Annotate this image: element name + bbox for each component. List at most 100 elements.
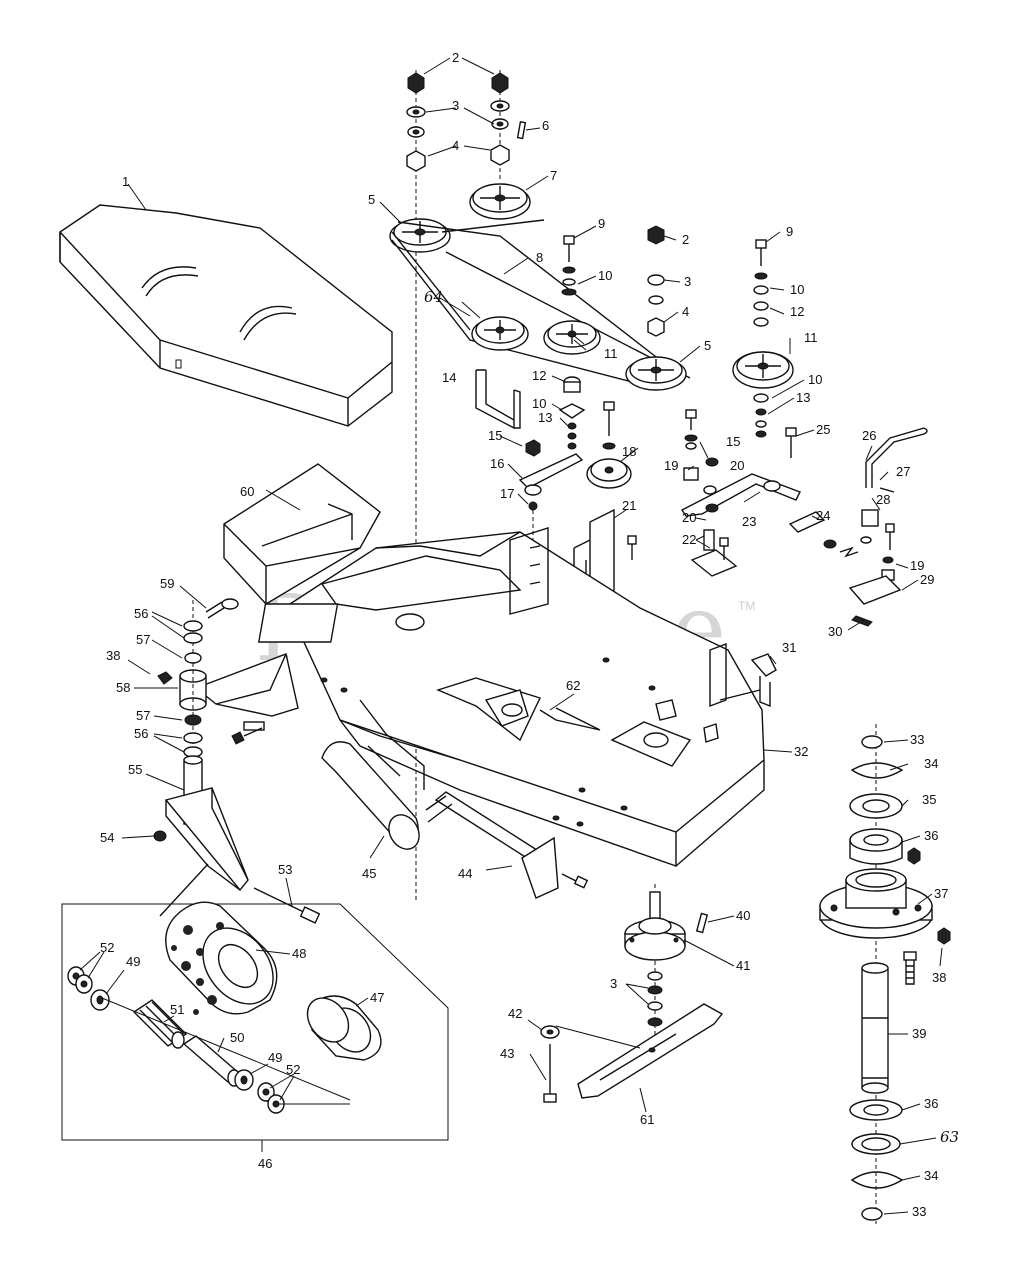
callout-38: 38 [932,970,946,985]
callout-28: 28 [876,492,890,507]
callout-50: 50 [230,1030,244,1045]
callout-15: 15 [488,428,502,443]
callout-33: 33 [912,1204,926,1219]
callout-45: 45 [362,866,376,881]
callout-12: 12 [532,368,546,383]
callout-60: 60 [240,484,254,499]
part-deck-32 [257,527,765,867]
leader-lines [79,57,943,1215]
callout-4: 4 [682,304,689,319]
part-pin-59 [205,598,239,619]
callout-5: 5 [704,338,711,353]
part-spindle-hardware-right-center [647,225,665,337]
callout-56: 56 [134,606,148,621]
callout-16: 16 [490,456,504,471]
callout-58: 58 [116,680,130,695]
part-idler-pulleys-11 [471,316,601,355]
callout-49: 49 [126,954,140,969]
callout-27: 27 [896,464,910,479]
part-pulley-11-right [732,351,794,438]
callout-55: 55 [128,762,142,777]
callout-54: 54 [100,830,114,845]
callout-20: 20 [682,510,696,525]
part-chute-60 [223,463,381,605]
callout-34: 34 [924,1168,938,1183]
callout-56: 56 [134,726,148,741]
callout-5: 5 [368,192,375,207]
callout-17: 17 [500,486,514,501]
callout-61: 61 [640,1112,654,1127]
part-spindle-41 [624,884,709,1060]
callout-39: 39 [912,1026,926,1041]
callout-13: 13 [538,410,552,425]
callout-9: 9 [598,216,605,231]
callout-44: 44 [458,866,472,881]
part-spindle-hardware-left [406,70,426,900]
part-wheel-assembly-46 [61,863,449,1152]
callout-52: 52 [286,1062,300,1077]
callout-2: 2 [452,50,459,65]
part-idler-pulley-18 [586,401,632,489]
part-roller-45 [321,699,425,850]
part-pulley-5-right [625,356,687,391]
callout-11: 11 [604,346,618,361]
callout-21: 21 [622,498,636,513]
part-latch-31 [719,653,777,708]
part-tire-48 [165,901,278,1015]
part-lift-rod-26 [848,427,928,627]
callout-57: 57 [136,708,150,723]
part-spindle-hardware-center [490,70,527,180]
part-hub-47 [306,995,382,1061]
part-caster-arm-58 [179,653,299,745]
callout-62: 62 [566,678,580,693]
callout-36: 36 [924,828,938,843]
part-pulley-7 [469,183,531,220]
callout-40: 40 [736,908,750,923]
callout-29: 29 [920,572,934,587]
part-pulley-5-left [389,218,451,253]
callout-10: 10 [790,282,804,297]
callout-19: 19 [910,558,924,573]
callout-9: 9 [786,224,793,239]
part-idler-hardware-center [558,376,586,450]
part-caster-fork-55 [153,755,321,924]
callout-26: 26 [862,428,876,443]
part-spindle-assembly-right [819,724,951,1224]
part-deck-cover [59,204,393,427]
callout-37: 37 [934,886,948,901]
part-spring-24 [788,511,859,558]
part-blade-61 [577,1003,724,1099]
callout-23: 23 [742,514,756,529]
callout-34: 34 [924,756,938,771]
callout-8: 8 [536,250,543,265]
callout-10: 10 [598,268,612,283]
callout-32: 32 [794,744,808,759]
callout-33: 33 [910,732,924,747]
callout-11: 11 [804,330,818,345]
callout-13: 13 [796,390,810,405]
callout-41: 41 [736,958,750,973]
callout-3: 3 [452,98,459,113]
callout-31: 31 [782,640,796,655]
callout-20: 20 [730,458,744,473]
callout-42: 42 [508,1006,522,1021]
callout-53: 53 [278,862,292,877]
callout-63: 63 [940,1128,959,1146]
callout-12: 12 [790,304,804,319]
part-bracket-14 [475,369,521,430]
callout-48: 48 [292,946,306,961]
part-tension-hardware [680,409,801,577]
callout-2: 2 [682,232,689,247]
callout-3: 3 [684,274,691,289]
watermark-trademark: TM [738,599,755,613]
callout-52: 52 [100,940,114,955]
callout-7: 7 [550,168,557,183]
callout-18: 18 [622,444,636,459]
callout-57: 57 [136,632,150,647]
callout-10: 10 [808,372,822,387]
callout-30: 30 [828,624,842,639]
callout-43: 43 [500,1046,514,1061]
part-bolt-stack-9-right [753,239,769,327]
callout-49: 49 [268,1050,282,1065]
